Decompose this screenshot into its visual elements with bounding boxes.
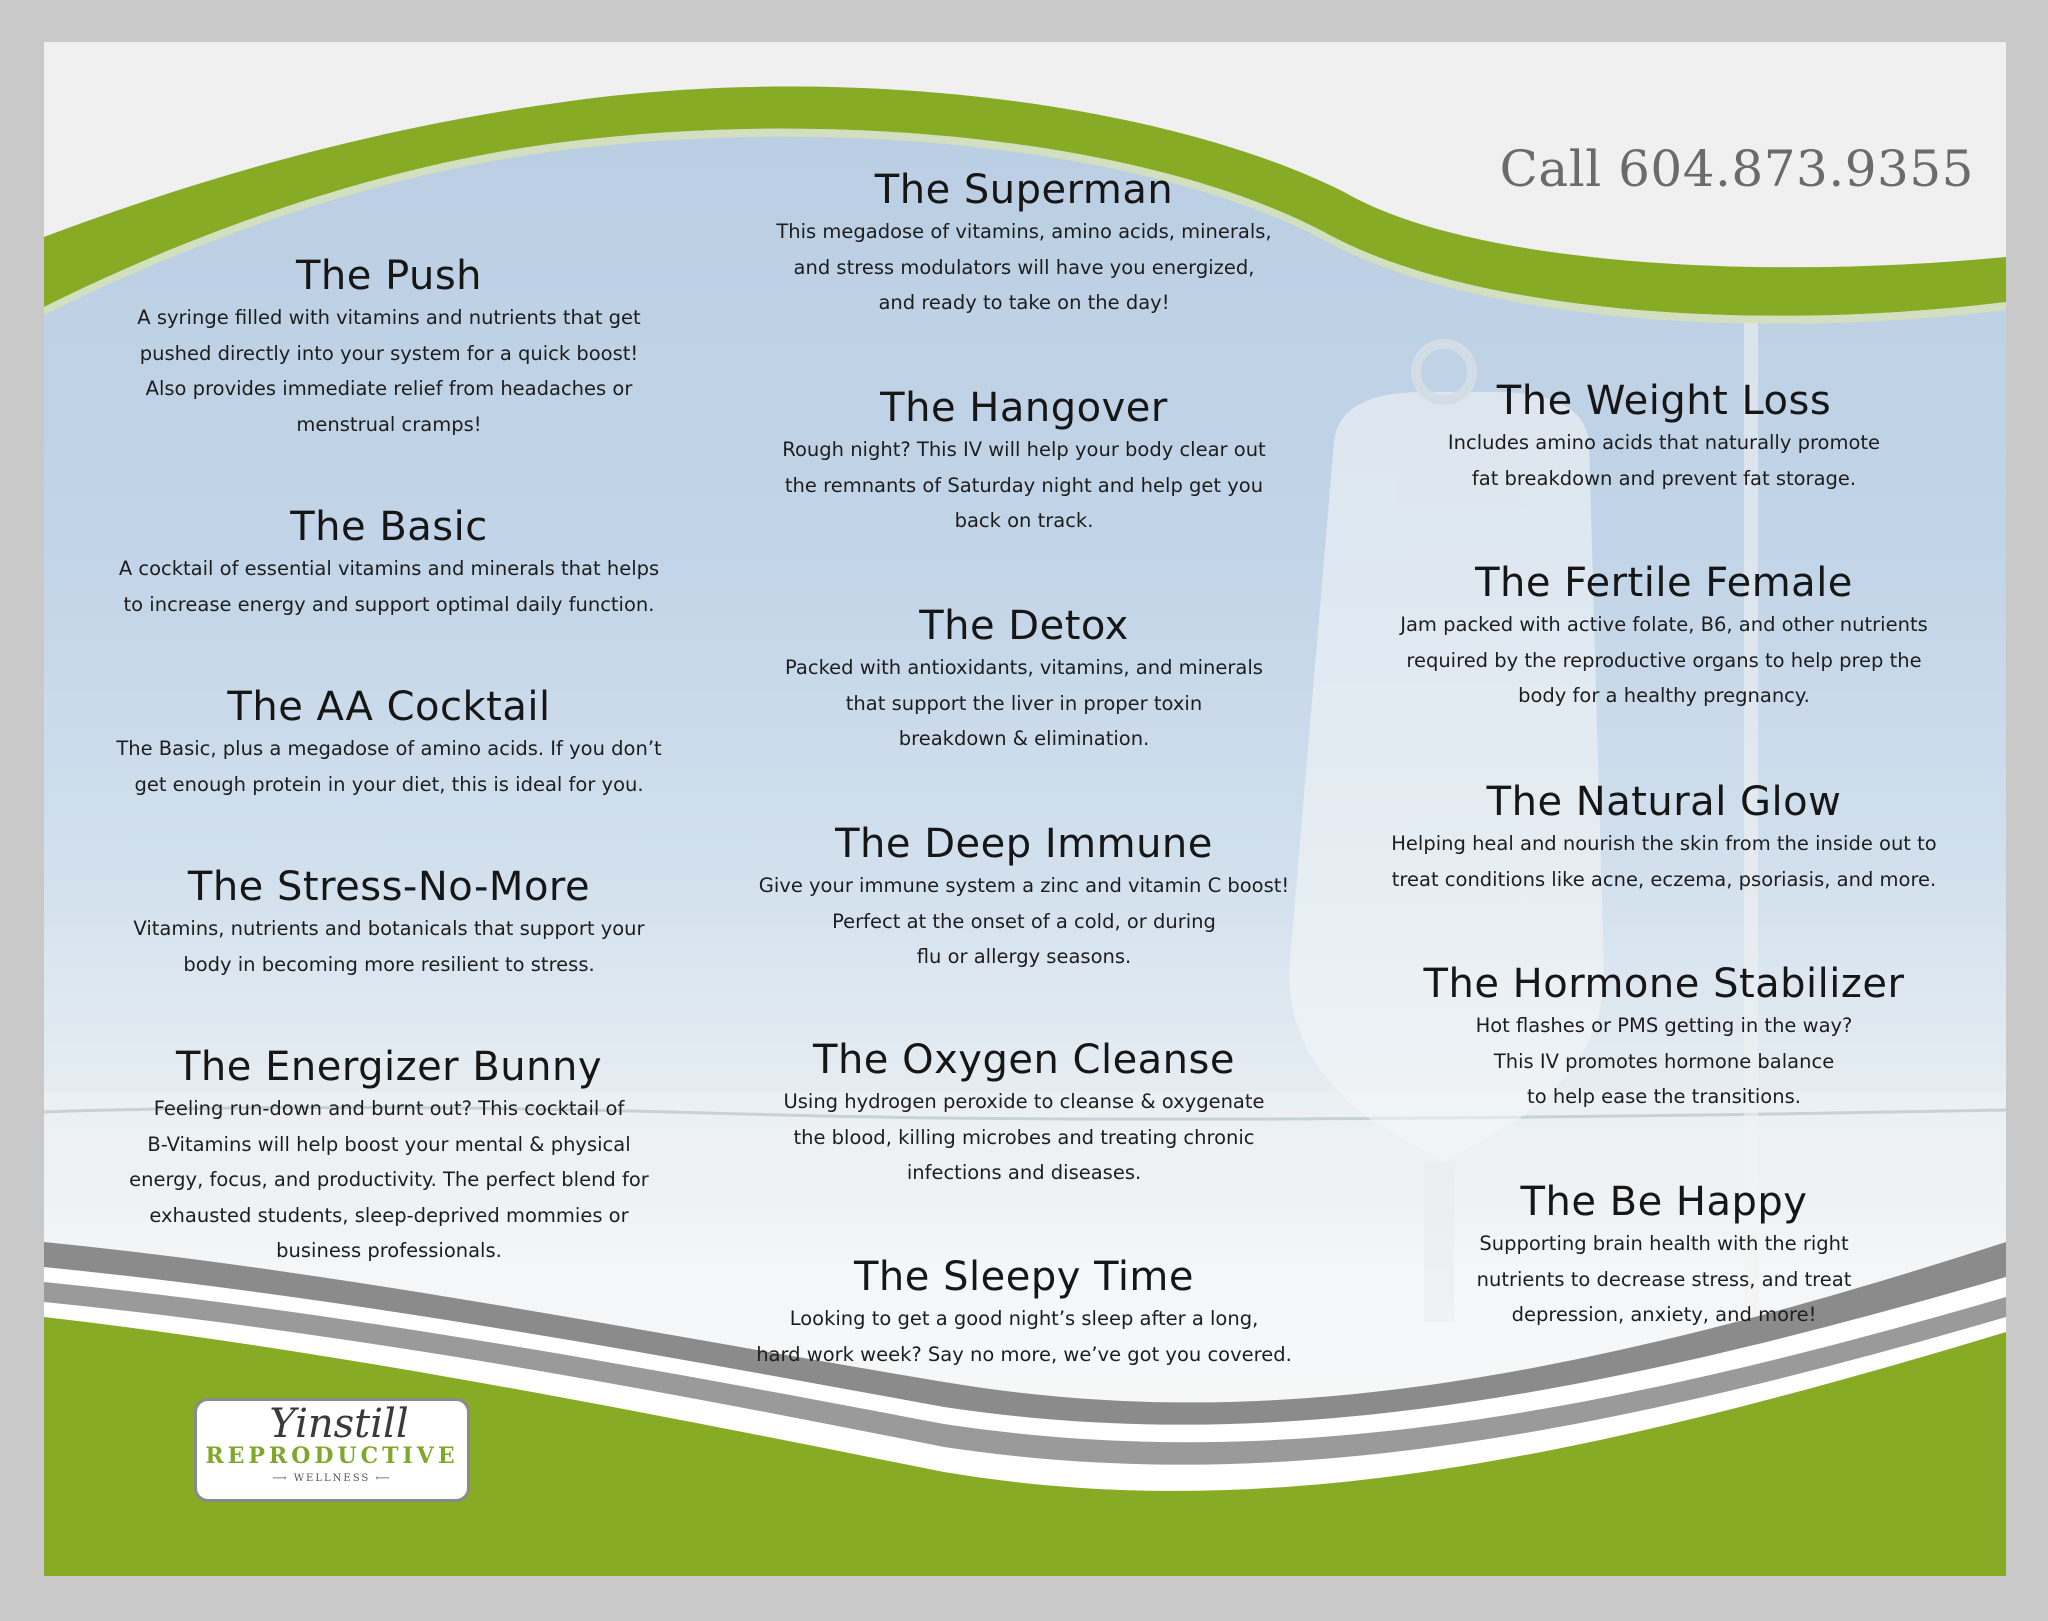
iv-item-basic: The Basic A cocktail of essential vitami… [89,503,689,622]
item-title: The AA Cocktail [227,684,551,730]
iv-bag-illustration [1289,322,1758,1372]
item-description: Looking to get a good night’s sleep afte… [756,1307,1292,1366]
item-description: A syringe filled with vitamins and nutri… [137,306,641,436]
iv-item-weight-loss: The Weight Loss Includes amino acids tha… [1354,377,1974,496]
item-title: The Fertile Female [1475,560,1853,606]
item-description: Packed with antioxidants, vitamins, and … [785,656,1263,750]
iv-item-sleepy-time: The Sleepy Time Looking to get a good ni… [704,1253,1344,1372]
item-description: Helping heal and nourish the skin from t… [1391,832,1937,891]
item-title: The Push [295,253,483,299]
item-description: Rough night? This IV will help your body… [782,438,1266,532]
iv-item-energizer-bunny: The Energizer Bunny Feeling run-down and… [89,1043,689,1269]
phone-number[interactable]: Call 604.873.9355 [1499,140,1974,198]
item-title: The Hormone Stabilizer [1423,961,1905,1007]
iv-item-deep-immune: The Deep Immune Give your immune system … [704,820,1344,975]
item-description: Feeling run-down and burnt out? This coc… [129,1097,649,1262]
item-title: The Detox [919,603,1129,649]
item-description: Using hydrogen peroxide to cleanse & oxy… [783,1090,1265,1184]
iv-item-oxygen-cleanse: The Oxygen Cleanse Using hydrogen peroxi… [704,1036,1344,1191]
item-description: This megadose of vitamins, amino acids, … [776,220,1272,314]
item-title: The Sleepy Time [854,1254,1194,1300]
iv-item-be-happy: The Be Happy Supporting brain health wit… [1354,1178,1974,1333]
iv-item-detox: The Detox Packed with antioxidants, vita… [704,602,1344,757]
background-art [44,42,2006,1576]
iv-item-superman: The Superman This megadose of vitamins, … [704,166,1344,321]
item-description: Give your immune system a zinc and vitam… [758,874,1290,968]
brand-logo: Yinstill REPRODUCTIVE ⟶ WELLNESS ⟵ [194,1398,470,1502]
iv-item-aa-cocktail: The AA Cocktail The Basic, plus a megado… [89,683,689,802]
iv-item-hormone-stabilizer: The Hormone Stabilizer Hot flashes or PM… [1354,960,1974,1115]
iv-item-natural-glow: The Natural Glow Helping heal and nouris… [1354,778,1974,897]
iv-item-stress-no-more: The Stress-No-More Vitamins, nutrients a… [89,863,689,982]
brochure-sheet: Call 604.873.9355 The Push A syringe fil… [44,42,2006,1576]
iv-item-push: The Push A syringe filled with vitamins … [89,252,689,442]
item-title: The Superman [874,167,1174,213]
item-description: Jam packed with active folate, B6, and o… [1400,613,1928,707]
item-description: Supporting brain health with the right n… [1476,1232,1852,1326]
logo-subtitle: ⟶ WELLNESS ⟵ [272,1473,392,1484]
item-title: The Energizer Bunny [175,1044,603,1090]
iv-item-hangover: The Hangover Rough night? This IV will h… [704,384,1344,539]
item-title: The Natural Glow [1486,779,1842,825]
logo-wordmark: REPRODUCTIVE [205,1443,459,1469]
item-title: The Hangover [880,385,1168,431]
item-description: The Basic, plus a megadose of amino acid… [116,737,662,796]
item-description: A cocktail of essential vitamins and min… [118,557,660,616]
item-title: The Deep Immune [835,821,1213,867]
item-description: Vitamins, nutrients and botanicals that … [133,917,645,976]
iv-item-fertile-female: The Fertile Female Jam packed with activ… [1354,559,1974,714]
item-title: The Be Happy [1520,1179,1808,1225]
item-title: The Basic [290,504,488,550]
item-title: The Weight Loss [1496,378,1832,424]
item-title: The Stress-No-More [187,864,591,910]
logo-script-text: Yinstill [269,1401,409,1447]
item-title: The Oxygen Cleanse [813,1037,1235,1083]
item-description: Includes amino acids that naturally prom… [1447,431,1881,490]
item-description: Hot flashes or PMS getting in the way? T… [1475,1014,1853,1108]
